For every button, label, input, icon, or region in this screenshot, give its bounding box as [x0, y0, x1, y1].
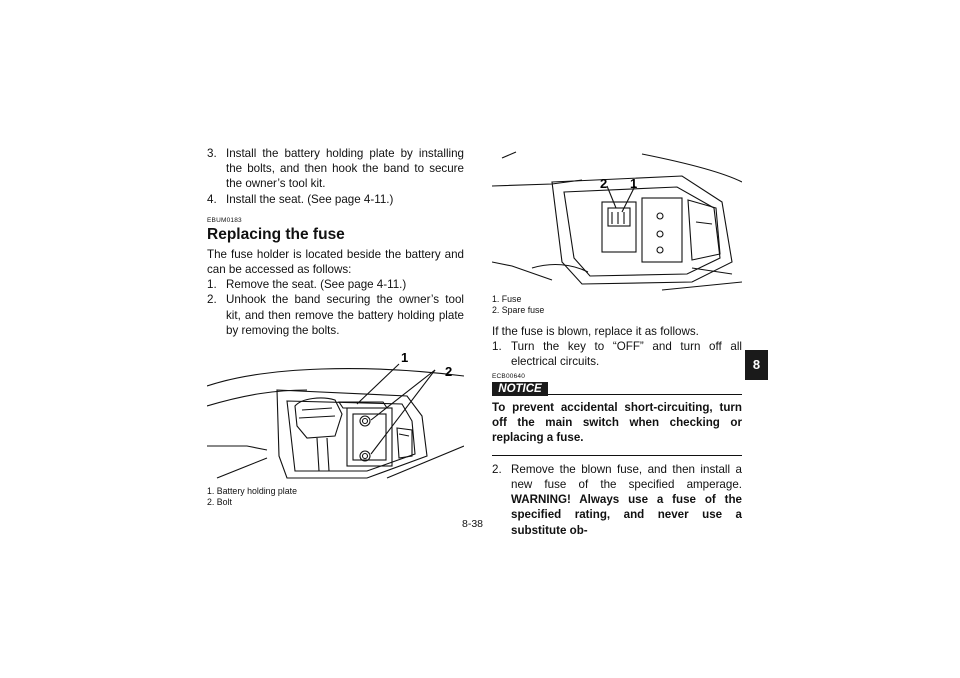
notice-badge: NOTICE — [492, 381, 548, 396]
caption-line: 1. Battery holding plate — [207, 486, 297, 497]
notice-end-rule — [492, 454, 742, 456]
step-number: 2. — [207, 293, 217, 307]
step-number: 3. — [207, 147, 217, 160]
step-text: Install the seat. (See page 4-11.) — [226, 192, 394, 206]
step-4: 4. Install the seat. (See page 4-11.) — [207, 192, 464, 207]
notice-header: NOTICE — [492, 381, 742, 396]
left-column: 3. Install the battery holding plate by … — [207, 146, 464, 508]
step-text: Unhook the band securing the owner’s too… — [226, 293, 464, 337]
figure-caption: 1. Battery holding plate 2. Bolt — [207, 486, 464, 508]
fuse-figure: 2 1 — [492, 142, 749, 292]
step-number: 1. — [492, 340, 502, 354]
page-number: 8-38 — [462, 518, 484, 530]
notice-text: To prevent accidental short-circuiting, … — [492, 400, 742, 445]
step-1: 1. Turn the key to “OFF” and turn off al… — [492, 339, 742, 369]
intro-paragraph: If the fuse is blown, replace it as foll… — [492, 325, 699, 338]
battery-plate-figure: 1 2 — [207, 346, 464, 484]
caption-line: 2. Bolt — [207, 497, 232, 508]
step-text: Remove the seat. (See page 4-11.) — [226, 278, 407, 292]
callout-1: 1 — [401, 350, 408, 365]
fuse-illustration: 2 1 — [492, 151, 742, 291]
caption-line: 1. Fuse — [492, 294, 522, 304]
step-number: 1. — [207, 278, 217, 292]
chapter-tab: 8 — [745, 350, 768, 380]
callout-2: 2 — [445, 364, 452, 379]
step-text: Install the battery holding plate by ins… — [226, 147, 464, 191]
figure-caption: 1. Fuse 2. Spare fuse — [492, 294, 742, 316]
step-2: 2. Remove the blown fuse, and then insta… — [492, 462, 742, 538]
intro-paragraph: The fuse holder is located beside the ba… — [207, 247, 464, 277]
right-column: 2 1 1. Fuse 2. Spare fuse If the fuse is… — [492, 142, 742, 538]
caption-line: 2. Spare fuse — [492, 305, 545, 315]
step-number: 2. — [492, 462, 502, 476]
step-3: 3. Install the battery holding plate by … — [207, 146, 464, 192]
step-text: Remove the blown fuse, and then install … — [511, 462, 742, 492]
notice-rule — [548, 393, 742, 395]
step-number: 4. — [207, 192, 217, 206]
section-code: EBUM0183 — [207, 216, 242, 224]
battery-plate-illustration: 1 2 — [207, 350, 464, 479]
step-text: Turn the key to “OFF” and turn off all e… — [511, 340, 742, 369]
section-heading: Replacing the fuse — [207, 225, 345, 243]
warning-text: WARNING! Always use a fuse of the specif… — [511, 493, 742, 537]
callout-2: 2 — [600, 176, 607, 191]
callout-1: 1 — [630, 176, 637, 191]
notice-code: ECB00640 — [492, 372, 526, 380]
step-2: 2. Unhook the band securing the owner’s … — [207, 292, 464, 338]
step-1: 1. Remove the seat. (See page 4-11.) — [207, 277, 464, 292]
